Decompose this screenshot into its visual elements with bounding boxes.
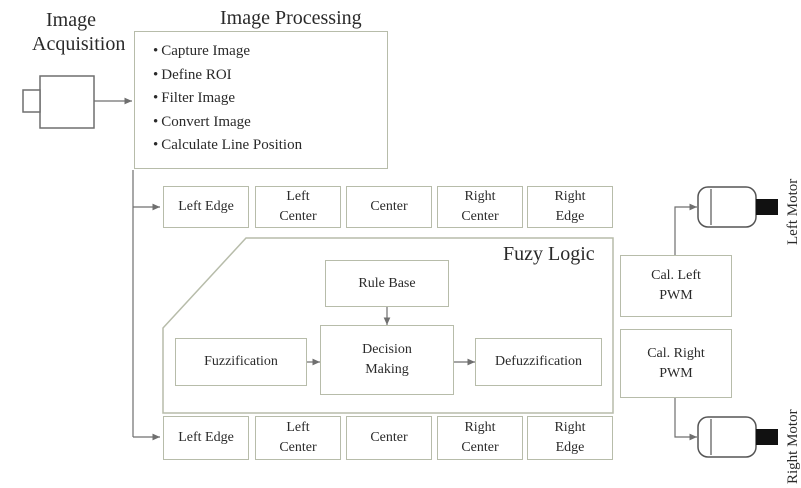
rule-base-box: Rule Base [325,260,449,307]
camera-icon [22,75,95,129]
top-center-box: Center [346,186,432,228]
fuzzy-logic-title: Fuzy Logic [503,243,595,265]
processing-step: Define ROI [153,64,302,88]
processing-steps-list: Capture Image Define ROI Filter Image Co… [153,40,302,158]
processing-step: Capture Image [153,40,302,64]
left-motor-label: Left Motor [785,178,801,245]
fuzzification-box: Fuzzification [175,338,307,386]
left-motor-icon [697,186,778,228]
arrow-left-pwm-to-motor [674,203,697,255]
defuzzification-box: Defuzzification [475,338,602,386]
bottom-left-edge-box: Left Edge [163,416,249,460]
processing-step: Filter Image [153,87,302,111]
image-acquisition-label: Image Acquisition [32,9,126,55]
processing-step: Convert Image [153,111,302,135]
arrow-right-pwm-to-motor [674,398,697,441]
processing-step: Calculate Line Position [153,134,302,158]
image-processing-title: Image Processing [220,7,362,29]
bottom-center-box: Center [346,416,432,460]
top-left-edge-box: Left Edge [163,186,249,228]
right-motor-label: Right Motor [785,409,801,484]
right-motor-icon [697,416,778,458]
